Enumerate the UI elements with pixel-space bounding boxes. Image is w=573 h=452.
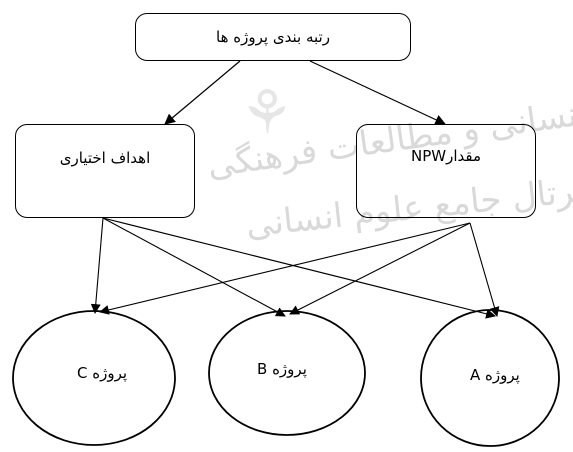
root-node-box: رتبه بندی پروژه ها	[135, 13, 411, 61]
project-c-label: پروژه C	[77, 364, 128, 382]
project-a-circle	[420, 309, 560, 447]
arrow-npw-to-project-a	[469, 222, 500, 317]
arrow-goals-to-project-b	[102, 217, 286, 317]
arrow-npw-to-project-c	[99, 222, 471, 315]
arrow-root-to-npw	[309, 60, 446, 125]
criteria-goals-box: اهداف اختیاری	[15, 124, 195, 218]
project-b-circle	[208, 310, 366, 436]
arrow-goals-to-project-a	[102, 217, 496, 319]
project-c-circle	[12, 310, 176, 446]
project-b-label: پروژه B	[257, 360, 307, 378]
arrow-root-to-goals	[164, 60, 241, 125]
criteria-npw-label: مقدارNPW	[410, 147, 482, 165]
criteria-npw-box: مقدارNPW	[356, 124, 536, 218]
root-node-label: رتبه بندی پروژه ها	[216, 28, 330, 46]
arrow-npw-to-project-b	[289, 222, 471, 315]
project-a-label: پروژه A	[470, 366, 520, 384]
criteria-goals-label: اهداف اختیاری	[59, 149, 151, 167]
arrow-goals-to-project-c	[90, 217, 104, 314]
